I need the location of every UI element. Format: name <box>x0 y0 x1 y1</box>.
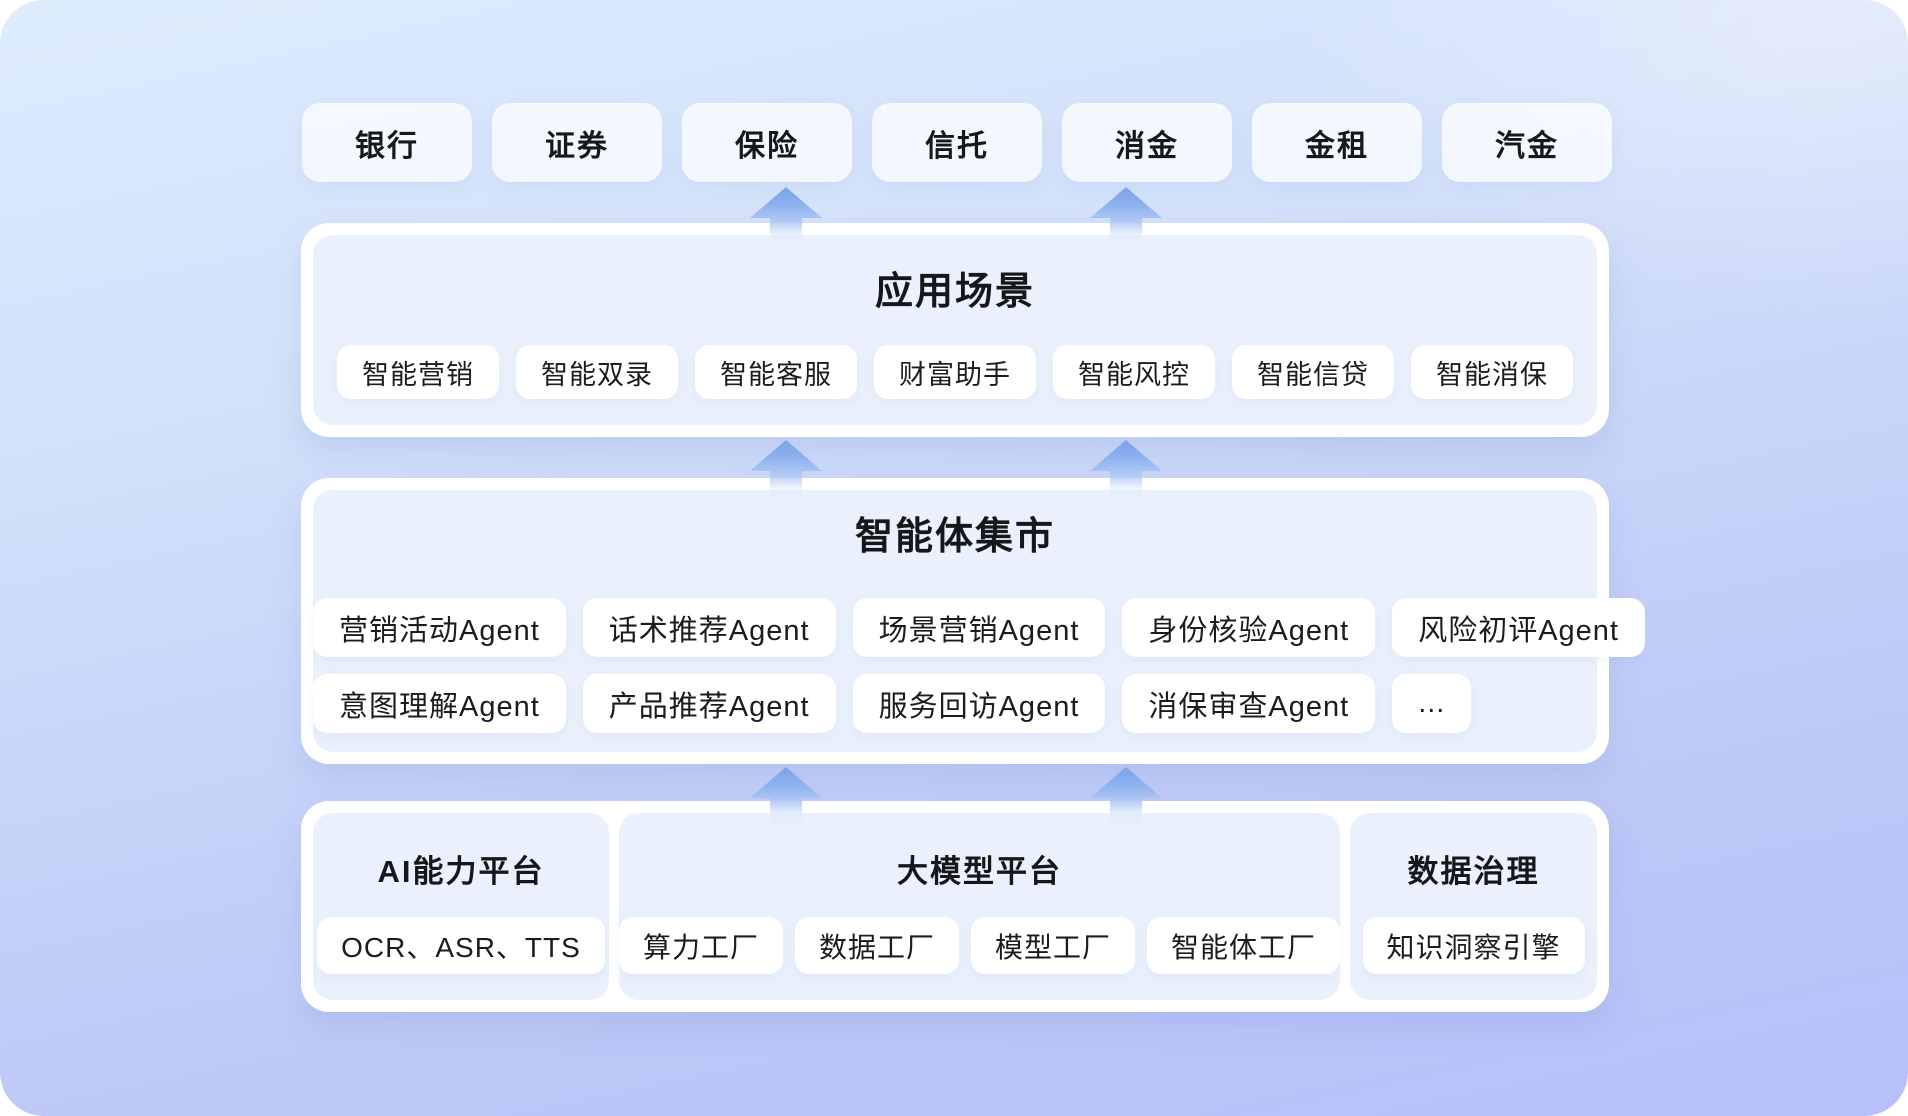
agent-pill: 营销活动Agent <box>313 598 566 657</box>
platform-card: AI能力平台 OCR、ASR、TTS 大模型平台 算力工厂数据工厂模型工厂智能体… <box>301 801 1609 1012</box>
industry-pill: 汽金 <box>1442 103 1612 182</box>
scene-card: 应用场景 智能营销智能双录智能客服财富助手智能风控智能信贷智能消保 <box>301 223 1609 437</box>
agent-pill: 产品推荐Agent <box>582 674 836 733</box>
industry-pill: 保险 <box>682 103 852 182</box>
agent-pill: 服务回访Agent <box>852 674 1106 733</box>
agent-pill: 场景营销Agent <box>852 598 1106 657</box>
ai-capability-pills: OCR、ASR、TTS <box>313 917 609 974</box>
scene-pill: 财富助手 <box>874 345 1036 399</box>
industries-row: 银行证券保险信托消金金租汽金 <box>302 103 1612 182</box>
governance-pill: 知识洞察引擎 <box>1362 917 1585 974</box>
factory-pill: 算力工厂 <box>618 917 783 974</box>
scene-pill: 智能营销 <box>337 345 499 399</box>
agent-pill-row-2: 意图理解Agent 产品推荐Agent 服务回访Agent 消保审查Agent... <box>313 674 1472 733</box>
data-governance-title: 数据治理 <box>1407 854 1540 889</box>
agent-market-title: 智能体集市 <box>854 516 1055 558</box>
scene-pill: 智能双录 <box>516 345 678 399</box>
agent-pill: 话术推荐Agent <box>582 598 836 657</box>
llm-platform-box: 大模型平台 算力工厂数据工厂模型工厂智能体工厂 <box>618 813 1341 1000</box>
agent-pill: 身份核验Agent <box>1122 598 1376 657</box>
ai-capability-title: AI能力平台 <box>377 854 545 889</box>
agent-pill: 意图理解Agent <box>313 674 566 733</box>
industry-pill: 信托 <box>872 103 1042 182</box>
scene-pill: 智能消保 <box>1411 345 1573 399</box>
agent-pill: ... <box>1392 674 1472 733</box>
factory-pill: 模型工厂 <box>971 917 1136 974</box>
industry-pill: 银行 <box>302 103 472 182</box>
factory-pill: 数据工厂 <box>794 917 959 974</box>
factory-pill: 智能体工厂 <box>1147 917 1341 974</box>
agent-pill-rows: 营销活动Agent 话术推荐Agent 场景营销Agent 身份核验Agent 风险初评… <box>313 598 1645 733</box>
scene-title: 应用场景 <box>874 271 1035 313</box>
llm-platform-title: 大模型平台 <box>897 854 1062 889</box>
industry-pill: 消金 <box>1062 103 1232 182</box>
agent-pill: 风险初评Agent <box>1392 598 1645 657</box>
agent-market-panel: 智能体集市 营销活动Agent 话术推荐Agent 场景营销Agent 身份核验Age… <box>313 490 1645 752</box>
scene-pill: 智能客服 <box>695 345 857 399</box>
data-governance-box: 数据治理 知识洞察引擎 <box>1350 813 1597 1000</box>
capability-pill: OCR、ASR、TTS <box>317 917 605 974</box>
agent-pill: 消保审查Agent <box>1122 674 1376 733</box>
scene-pill-row: 智能营销智能双录智能客服财富助手智能风控智能信贷智能消保 <box>313 345 1597 399</box>
agent-pill-row-1: 营销活动Agent 话术推荐Agent 场景营销Agent 身份核验Agent 风险初评… <box>313 598 1645 657</box>
scene-pill: 智能信贷 <box>1232 345 1394 399</box>
ai-capability-box: AI能力平台 OCR、ASR、TTS <box>313 813 609 1000</box>
data-governance-pills: 知识洞察引擎 <box>1350 917 1597 974</box>
industry-pill: 证券 <box>492 103 662 182</box>
industry-pill: 金租 <box>1252 103 1422 182</box>
agent-market-card: 智能体集市 营销活动Agent 话术推荐Agent 场景营销Agent 身份核验Age… <box>301 478 1645 764</box>
scene-pill: 智能风控 <box>1053 345 1215 399</box>
scene-panel: 应用场景 智能营销智能双录智能客服财富助手智能风控智能信贷智能消保 <box>313 235 1597 425</box>
llm-platform-pills: 算力工厂数据工厂模型工厂智能体工厂 <box>618 917 1341 974</box>
